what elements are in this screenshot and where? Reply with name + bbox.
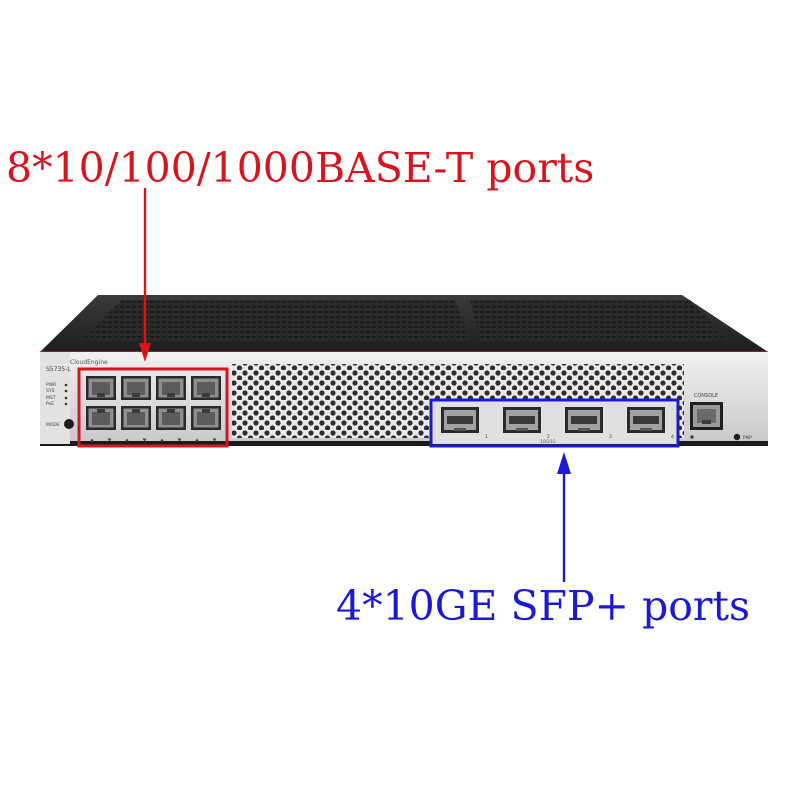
rj45-port[interactable] (156, 376, 186, 400)
sfp-ports-callout: 4*10GE SFP+ ports (336, 582, 751, 630)
pnp-label: PNP (743, 435, 752, 441)
sfp-port-number: 2 (547, 434, 550, 440)
rj45-port[interactable] (121, 376, 151, 400)
port-indicator-icon (125, 438, 129, 442)
port-indicator-icon (142, 438, 147, 442)
sfp-port-group: 1 2 3 4 (441, 407, 674, 440)
rj45-port[interactable] (191, 406, 221, 430)
rj45-port[interactable] (86, 376, 116, 400)
sfp-speed-label: 10G/1G (540, 439, 555, 444)
sfp-port-number: 4 (671, 434, 674, 440)
port-indicator-icon (107, 438, 112, 442)
rj45-arrow (139, 188, 151, 362)
top-vents-left (80, 300, 470, 340)
top-vents-right (470, 300, 728, 340)
indicator-10-led (690, 435, 694, 439)
status-leds: PWR SYS MST PoE (46, 382, 68, 407)
port-indicator-icon (90, 438, 94, 442)
mode-button[interactable] (64, 419, 74, 429)
sfp-port-number: 1 (485, 434, 488, 440)
port-indicator-icon (160, 438, 164, 442)
port-indicator-icon (212, 438, 217, 442)
port-indicator-icon (177, 438, 182, 442)
model-text: S5735-L (46, 366, 71, 373)
console-port[interactable] (690, 402, 723, 430)
pnp-button[interactable] (733, 433, 741, 441)
mode-label: MODE (46, 422, 60, 428)
rj45-ports-callout: 8*10/100/1000BASE-T ports (6, 144, 595, 192)
led-label-mst: MST (46, 395, 56, 401)
sfp-port[interactable] (503, 407, 541, 433)
port-indicator-icon (195, 438, 199, 442)
sfp-port[interactable] (441, 407, 479, 433)
console-label: CONSOLE (694, 393, 718, 399)
sfp-port-number: 3 (609, 434, 612, 440)
sfp-port[interactable] (565, 407, 603, 433)
rj45-port[interactable] (191, 376, 221, 400)
rj45-port[interactable] (156, 406, 186, 430)
sfp-arrow (557, 452, 571, 582)
sfp-highlight-box (429, 398, 680, 448)
led-label-sys: SYS (46, 388, 55, 394)
rj45-port-group (86, 376, 221, 442)
rj45-highlight-box (77, 367, 229, 448)
rj45-port[interactable] (86, 406, 116, 430)
rj45-port[interactable] (121, 406, 151, 430)
led-label-pwr: PWR (46, 382, 56, 388)
sfp-port[interactable] (627, 407, 665, 433)
brand-text: CloudEngine (70, 359, 108, 366)
led-label-poe: PoE (46, 401, 54, 407)
